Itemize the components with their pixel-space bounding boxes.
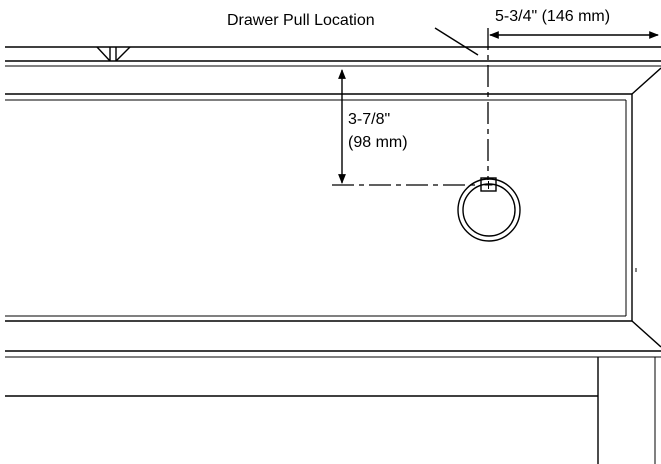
drawer-pull-ring: [457, 177, 521, 242]
pull-location-label: Drawer Pull Location: [227, 12, 375, 29]
horizontal-dimension-label: 5-3/4" (146 mm): [495, 8, 610, 25]
corner-brace: [96, 46, 131, 62]
vertical-dimension-label-imperial: 3-7/8": [348, 111, 390, 128]
drawer-front: [5, 67, 661, 348]
top-rail: [5, 27, 661, 67]
vertical-dimension-label-metric: (98 mm): [348, 134, 408, 151]
lower-cabinet: [5, 350, 661, 464]
pull-location-leader: [434, 27, 479, 56]
